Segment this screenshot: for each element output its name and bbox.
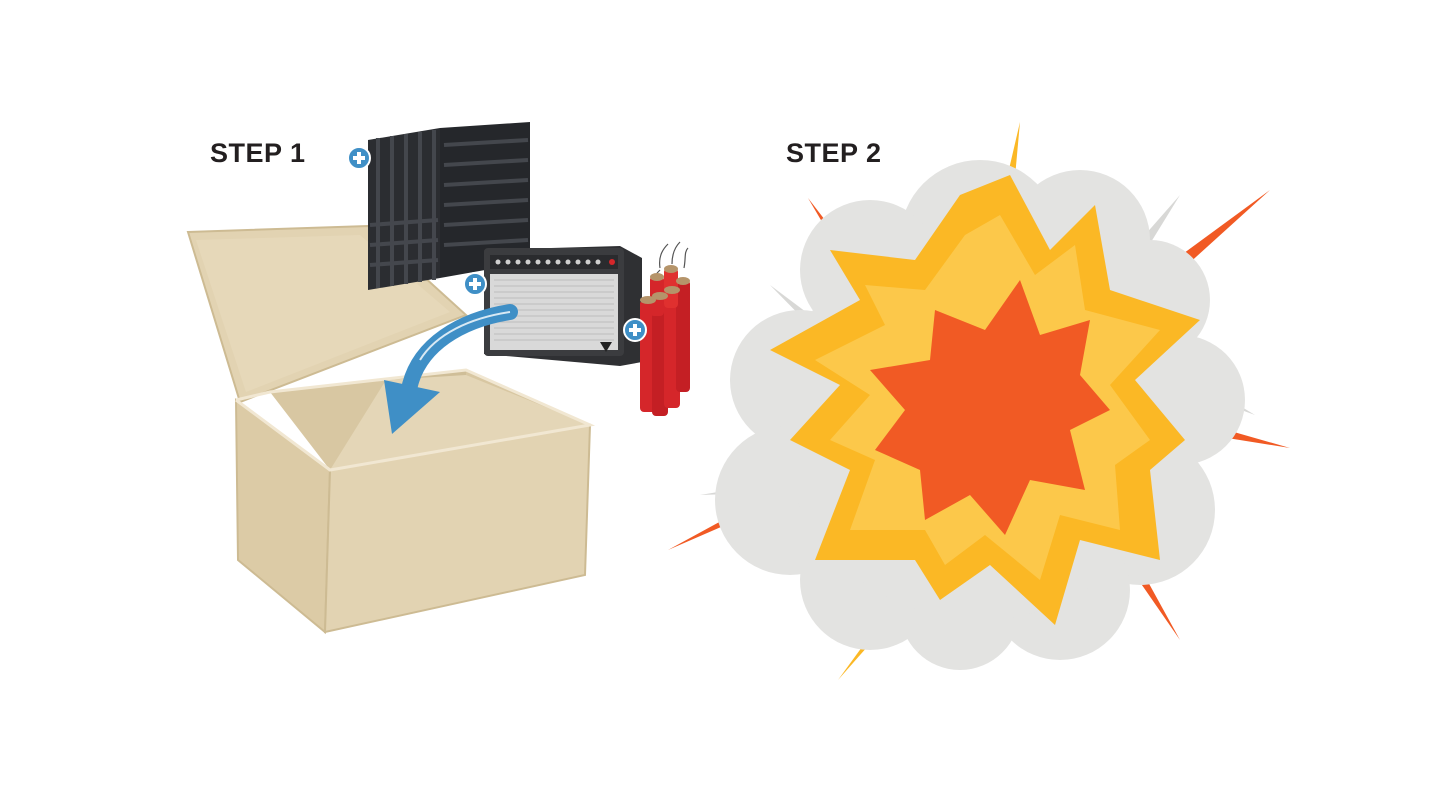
plus-icon <box>464 273 486 295</box>
plus-icon <box>624 319 646 341</box>
explosion <box>668 122 1290 680</box>
dynamite <box>640 242 690 416</box>
plus-icon <box>348 147 370 169</box>
